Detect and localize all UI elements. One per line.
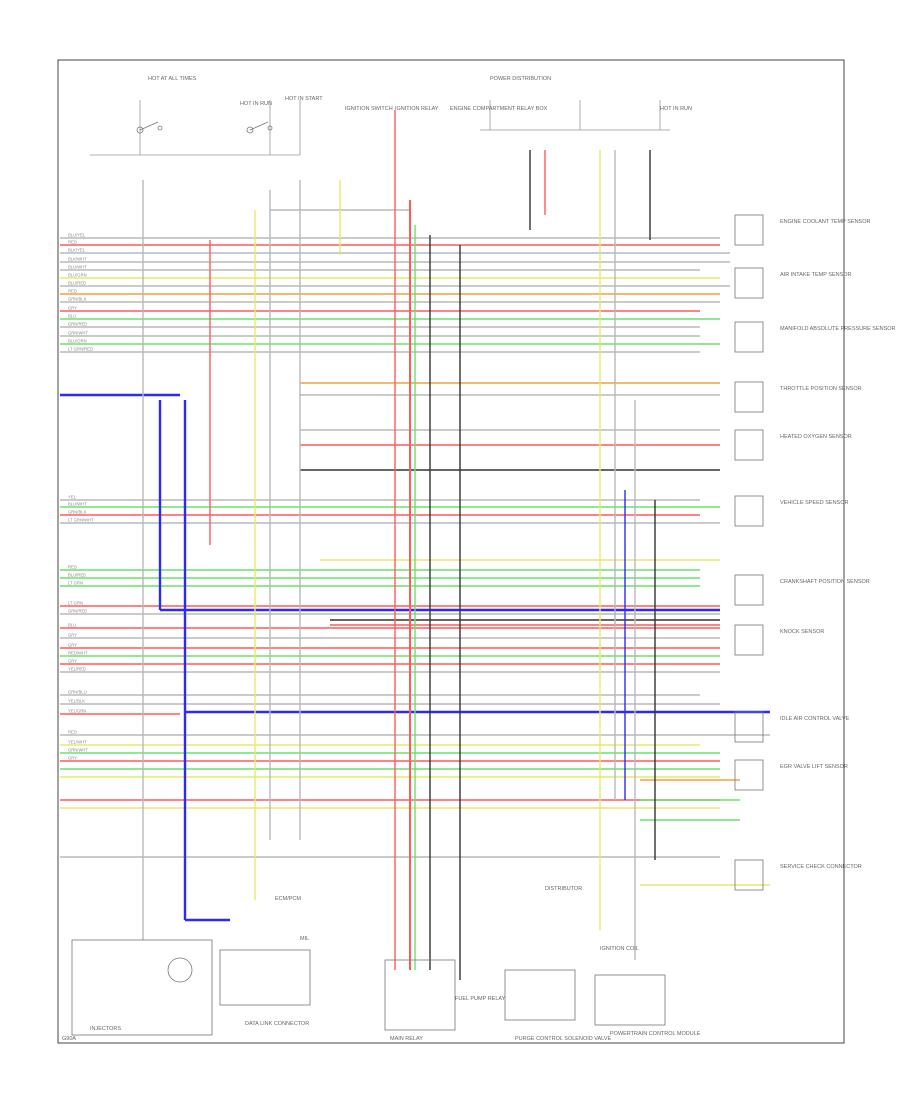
component-box [734, 495, 764, 527]
wire-label: GRN/WHT [68, 331, 88, 336]
footer-code: G90A [62, 1036, 76, 1042]
component-label: ECM/PCM [275, 896, 301, 902]
bottom-components [71, 939, 666, 1036]
component-label: ENGINE COOLANT TEMP SENSOR [780, 219, 870, 225]
component-label: IDLE AIR CONTROL VALVE [780, 716, 850, 722]
top-label: IGNITION RELAY [395, 106, 439, 112]
wire-label: GRN/WHT [68, 748, 88, 753]
wire-label: BLU/RED [68, 281, 86, 286]
wire-label: RED [68, 565, 77, 570]
wire-label: GRY [68, 633, 77, 638]
component-label: VEHICLE SPEED SENSOR [780, 500, 848, 506]
wire-label: BLU/WHT [68, 502, 87, 507]
diagram-border [57, 59, 845, 1044]
component-label: MANIFOLD ABSOLUTE PRESSURE SENSOR [780, 326, 896, 332]
component-box [734, 381, 764, 413]
wire-label: YEL [68, 495, 77, 500]
component-box [734, 759, 764, 791]
component-label: HEATED OXYGEN SENSOR [780, 434, 852, 440]
wire-label: GRY [68, 659, 77, 664]
wire-label: GRY [68, 643, 77, 648]
top-label: IGNITION SWITCH [345, 106, 393, 112]
component-label: SERVICE CHECK CONNECTOR [780, 864, 862, 870]
component-box [734, 214, 764, 246]
wire-label: BLU/YEL [68, 233, 86, 238]
top-label: HOT IN RUN [660, 106, 692, 112]
component-label: DISTRIBUTOR [545, 886, 582, 892]
component-box [734, 429, 764, 461]
component-label: EGR VALVE LIFT SENSOR [780, 764, 848, 770]
wire-label: GRN/BLU [68, 690, 87, 695]
wire-label: YEL/RED [68, 667, 86, 672]
component-label: FUEL PUMP RELAY [455, 996, 506, 1002]
wire-label: GRY [68, 306, 77, 311]
component-label: CRANKSHAFT POSITION SENSOR [780, 579, 870, 585]
power-bus [90, 100, 670, 156]
wire-label: LT GRN/RED [68, 347, 93, 352]
wire-label: RED [68, 289, 77, 294]
component-box [734, 321, 764, 353]
wire-label: GRN/BLK [68, 510, 87, 515]
wire-label: YEL/BLK [68, 699, 85, 704]
component-box [734, 859, 764, 891]
wire-label: RED [68, 730, 77, 735]
component-label: PURGE CONTROL SOLENOID VALVE [515, 1036, 612, 1042]
component-box [734, 711, 764, 743]
wire-label: LT GRN [68, 581, 83, 586]
component-label: MAIN RELAY [390, 1036, 423, 1042]
vertical-trunks [142, 110, 656, 980]
wire-label: BLU/ORN [68, 339, 87, 344]
component-box [734, 267, 764, 299]
component-label: DATA LINK CONNECTOR [245, 1021, 309, 1027]
wire-label: BLK/YEL [68, 248, 86, 253]
labels: BLU/YEL RED BLK/YEL BLK/WHT BLU/WHT BLU/GRN BL… [68, 76, 896, 1042]
wire-label: RED/WHT [68, 651, 88, 656]
component-label: KNOCK SENSOR [780, 629, 824, 635]
component-label: THROTTLE POSITION SENSOR [780, 386, 862, 392]
component-label: MIL [300, 936, 309, 942]
right-components [734, 214, 764, 891]
wire-label: BLU [68, 623, 76, 628]
top-label: HOT IN RUN [240, 101, 272, 107]
wire-label: GRN/RED [68, 609, 87, 614]
wire-label: RED [68, 240, 77, 245]
wire-label: BLK/WHT [68, 257, 87, 262]
wire-bundle [60, 180, 770, 922]
top-label: POWER DISTRIBUTION [490, 76, 551, 82]
component-box [734, 624, 764, 656]
wire-label: GRY [68, 756, 77, 761]
top-label: HOT IN START [285, 96, 323, 102]
wire-label: BLU [68, 314, 76, 319]
wire-label: BLU/GRN [68, 273, 87, 278]
ignition-switch [136, 121, 273, 134]
wire-label: GRN/BLK [68, 297, 87, 302]
component-label: INJECTORS [90, 1026, 121, 1032]
component-label: AIR INTAKE TEMP SENSOR [780, 272, 852, 278]
wire-label: GRN/RED [68, 322, 87, 327]
wire-label: LT GRN/WHT [68, 518, 94, 523]
component-label: POWERTRAIN CONTROL MODULE [610, 1031, 701, 1037]
wire-label: BLU/WHT [68, 265, 87, 270]
wire-label: YEL/GRN [68, 709, 86, 714]
wire-label: LT GRN [68, 601, 83, 606]
wire-label: BLU/RED [68, 573, 86, 578]
component-label: IGNITION COIL [600, 946, 639, 952]
top-label: ENGINE COMPARTMENT RELAY BOX [450, 106, 548, 112]
wire-label: YEL/WHT [68, 740, 87, 745]
component-box [734, 574, 764, 606]
top-label: HOT AT ALL TIMES [148, 76, 197, 82]
